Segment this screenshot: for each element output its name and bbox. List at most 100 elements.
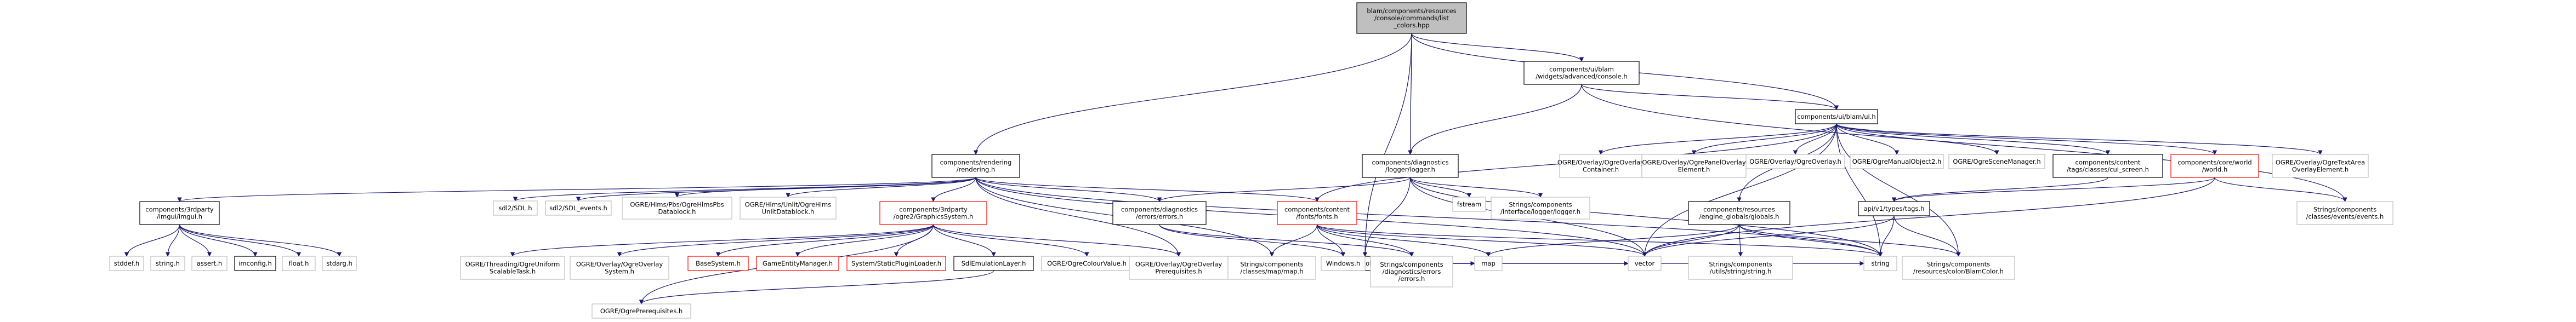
node-root[interactable]: blam/components/resources/console/comman… [1356,2,1467,34]
node-label: map [1481,260,1495,267]
node-box [1277,201,1357,225]
node-label: components/ui/blam [1549,66,1614,73]
node-globals[interactable]: components/resources/engine_globals/glob… [1688,201,1790,225]
node-label: System/StaticPluginLoader.h [851,260,941,267]
node-label: OGRE/Overlay/OgrePanelOverlay [1642,159,1746,166]
node-box [1362,154,1459,178]
node-label: fstream [1457,200,1481,208]
node-events-h: Strings/components/classes/events/events… [2296,201,2393,225]
node-base-system[interactable]: BaseSystem.h [687,256,749,271]
node-label: /world.h [2202,166,2227,174]
node-box [2272,154,2369,178]
node-box [2296,201,2393,225]
node-label: blam/components/resources [1367,7,1456,15]
node-box [1491,197,1590,220]
node-ui-blam[interactable]: components/ui/blam/ui.h [1795,109,1878,124]
node-box [1902,256,2015,280]
node-rendering[interactable]: components/rendering/rendering.h [931,154,1020,178]
node-box [1688,201,1790,225]
node-label: imconfig.h [238,260,272,267]
edge-imgui-to-stdarg [179,224,342,257]
node-sdl-emulation[interactable]: SdlEmulationLayer.h [953,256,1034,271]
node-box [191,256,228,271]
node-label: Strings/components [1709,261,1772,268]
node-label: components/core/world [2177,159,2251,166]
edge-globals-to-blam_color [1738,224,1961,257]
node-world[interactable]: components/core/world/world.h [2170,154,2259,178]
node-box [1356,2,1467,34]
node-graphics-system[interactable]: components/3rdparty/ogre2/GraphicsSystem… [879,201,987,225]
node-fonts[interactable]: components/content/fonts/fonts.h [1277,201,1357,225]
node-logger[interactable]: components/diagnostics/logger/logger.h [1362,154,1459,178]
edge-rendering-to-overlay_prereq [975,177,1181,257]
node-label: OGRE/Hlms/Pbs/OgreHlmsPbs [630,201,724,209]
node-box [2170,154,2259,178]
node-box [139,201,220,225]
node-label: components/3rdparty [899,206,968,214]
edge-root-to-logger [1408,33,1413,155]
node-label: string.h [156,260,180,267]
edge-globals-to-vector [1642,224,1740,257]
node-sdl2: sdl2/SDL.h [493,200,538,216]
edge-fonts-to-map_h [1269,224,1318,257]
node-blam-color: Strings/components/resources/color/BlamC… [1902,256,2015,280]
node-label: assert.h [197,260,222,267]
node-label: Datablock.h [658,208,696,216]
node-static-plugin[interactable]: System/StaticPluginLoader.h [846,256,946,271]
edge-apir_tags-to-blam_color [1893,215,1961,257]
node-box [740,197,837,220]
node-imconfig[interactable]: imconfig.h [234,256,276,271]
node-box [1863,256,1897,271]
edge-graphics_system-to-threading [510,224,934,257]
node-text-area: OGRE/Overlay/OgreTextAreaOverlayElement.… [2272,154,2369,178]
edge-globals-to-map [1486,224,1740,257]
node-label: components/diagnostics [1121,206,1198,214]
node-label: OGRE/Overlay/OgreTextArea [2276,159,2365,166]
edge-graphics_system-to-overlay_system [617,224,934,257]
edge-imgui-to-assert_h [179,224,212,257]
edge-imgui-to-float_h [179,224,302,257]
edge-ui_blam-to-string [1836,123,1883,257]
node-label: OGRE/Overlay/OgreOverlay [576,261,663,268]
node-label: /logger/logger.h [1385,166,1435,174]
edge-ui_blam-to-panel_overlay [1691,123,1837,155]
node-label: sdl2/SDL.h [498,204,532,212]
node-label: Strings/components [1380,261,1443,268]
node-interface-logger: Strings/components/interface/logger/logg… [1491,197,1590,220]
node-label: components/3rdparty [145,206,214,214]
node-box [545,200,612,216]
node-box [846,256,946,271]
edge-logger-to-interface_logger [1409,177,1543,198]
node-label: /resources/color/BlamColor.h [1913,268,2004,275]
node-label: System.h [605,268,634,275]
node-label: /interface/logger/logger.h [1500,208,1580,216]
edge-console_h_ui-to-ui_blam [1581,84,1839,110]
edge-ui_blam-to-blam_color [1836,123,1961,257]
edge-ui_blam-to-text_area [1836,123,2323,155]
node-errors[interactable]: components/diagnostics/errors/errors.h [1112,201,1207,225]
edge-ui_blam-to-world [1836,123,2217,155]
edge-rendering-to-imgui [177,177,976,202]
node-box [282,256,316,271]
node-console-h-ui[interactable]: components/ui/blam/widgets/advanced/cons… [1523,61,1640,85]
node-ogre-overlay: OGRE/Overlay/OgreOverlay.h [1745,154,1845,169]
node-game-entity[interactable]: GameEntityManager.h [756,256,839,271]
node-box [322,256,357,271]
edge-root-to-console_h_ui [1411,33,1584,62]
node-box [1227,256,1316,280]
node-imgui[interactable]: components/3rdparty/imgui/imgui.h [139,201,220,225]
node-label: OGRE/Hlms/Unlit/OgreHlms [745,201,831,209]
node-box [592,303,691,319]
node-apir-tags[interactable]: api/v1/types/tags.h [1858,201,1930,216]
edge-rendering-to-string [975,177,1883,257]
edge-graphics_system-to-colour_value [932,224,1089,257]
node-label: /imgui/imgui.h [157,213,202,221]
node-label: components/rendering [940,159,1012,166]
edge-imgui-to-stddef [124,224,180,257]
node-label: OverlayElement.h [2292,166,2348,174]
node-box [1321,256,1366,271]
node-label: Strings/components [1240,261,1303,268]
node-cui-screen[interactable]: components/content/tags/classes/cui_scre… [2052,154,2163,178]
